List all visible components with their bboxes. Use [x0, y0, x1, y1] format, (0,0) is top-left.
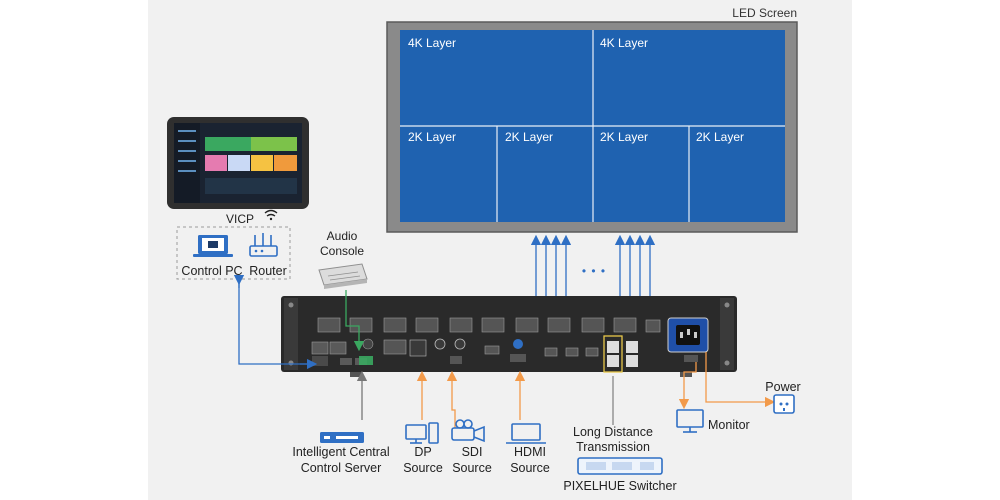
control-server-label-2: Control Server [301, 461, 382, 475]
output-arrows [530, 234, 656, 296]
power-outlet-icon [773, 394, 795, 414]
vicp-label: VICP [226, 212, 254, 226]
sdi-source-label-1: SDI [462, 445, 483, 459]
hdmi-source-label-2: Source [510, 461, 550, 475]
monitor-label: Monitor [708, 418, 750, 432]
pixelhue-switcher-label: PIXELHUE Switcher [563, 479, 676, 493]
layer-4k-1: 4K Layer [408, 36, 456, 50]
control-server-label-1: Intelligent Central [292, 445, 389, 459]
router-label: Router [249, 264, 287, 278]
led-screen-title: LED Screen [732, 6, 797, 20]
link-power [705, 352, 776, 408]
video-processor [281, 296, 737, 377]
laptop-icon [193, 235, 233, 257]
layer-2k-4: 2K Layer [696, 130, 744, 144]
pixelhue-switcher-icon [577, 457, 663, 475]
link-control-pc [238, 280, 312, 365]
dp-source-icon [405, 422, 439, 444]
layer-4k-2: 4K Layer [600, 36, 648, 50]
layer-2k-1: 2K Layer [408, 130, 456, 144]
tablet-device [167, 117, 309, 209]
dp-source-label-2: Source [403, 461, 443, 475]
link-audio-console [345, 290, 365, 352]
wifi-icon [264, 209, 278, 221]
led-screen: LED Screen 4K Layer 4K Layer 2K Layer 2K… [386, 6, 798, 233]
long-distance-label-1: Long Distance [573, 425, 653, 439]
audio-console-label-1: Audio [327, 229, 358, 243]
layer-2k-2: 2K Layer [505, 130, 553, 144]
audio-console-label-2: Console [320, 244, 364, 258]
hdmi-source-icon [506, 423, 546, 444]
output-ellipsis: • • • [582, 264, 606, 278]
control-pc-label: Control PC [181, 264, 242, 278]
control-server-icon [320, 432, 364, 443]
long-distance-label-2: Transmission [576, 440, 650, 454]
link-monitor [678, 362, 697, 410]
power-label: Power [765, 380, 800, 394]
audio-console-icon [318, 263, 368, 289]
sdi-source-label-2: Source [452, 461, 492, 475]
dp-source-label-1: DP [414, 445, 431, 459]
monitor-icon [676, 409, 704, 433]
layer-2k-3: 2K Layer [600, 130, 648, 144]
hdmi-source-label-1: HDMI [514, 445, 546, 459]
link-sdi-source [446, 370, 458, 428]
sdi-camera-icon [451, 419, 485, 443]
vicp-group-box [176, 226, 291, 280]
output-ports [317, 317, 637, 333]
router-icon [249, 233, 278, 257]
